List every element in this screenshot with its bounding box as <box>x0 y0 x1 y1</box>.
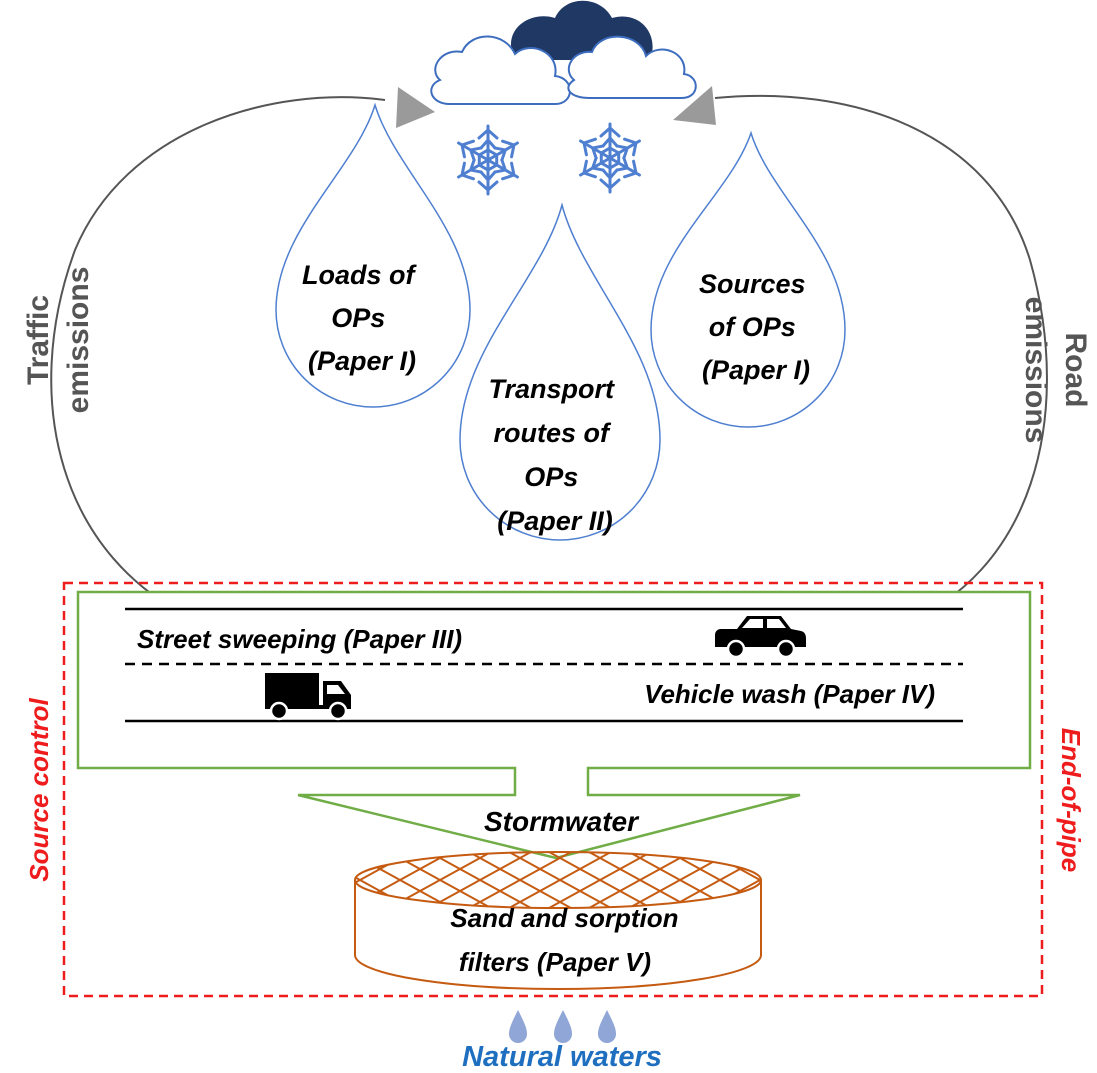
drop-left <box>275 102 471 408</box>
truck-icon <box>265 673 351 721</box>
emissions-left-label: emissions <box>62 267 95 414</box>
road-label: Road <box>1059 333 1092 408</box>
left-arrow-head-icon <box>396 87 435 128</box>
svg-text:Loads of OPs (Paper I): Loads of OPs (Paper I) <box>302 260 422 376</box>
drop-right <box>650 130 846 428</box>
source-control-frame <box>62 581 1044 998</box>
drop-center-line-4: (Paper II) <box>497 506 613 536</box>
stormwater-label: Stormwater <box>484 806 640 837</box>
drop-left-line-3: (Paper I) <box>308 346 416 376</box>
snowflake-icon <box>454 126 522 194</box>
emissions-right-label: emissions <box>1019 297 1052 444</box>
sand-filter <box>354 851 762 990</box>
snowflake-icon <box>576 124 644 192</box>
water-drop-icon <box>554 1010 572 1043</box>
stormwater-funnel <box>76 590 1032 860</box>
drop-right-line-1: Sources <box>699 269 806 299</box>
drop-center-line-3: OPs <box>524 462 578 492</box>
cloud-icon <box>430 35 571 105</box>
filter-line-1: Sand and sorption <box>450 903 678 933</box>
svg-text:Transport routes of OP: Transport routes of OPs (Paper II) <box>488 374 621 536</box>
vehicle-wash-label: Vehicle wash (Paper IV) <box>644 679 935 709</box>
cloud-icon <box>567 35 697 99</box>
drop-center <box>459 202 661 541</box>
street-sweeping-label: Street sweeping (Paper III) <box>137 624 462 654</box>
car-icon <box>715 616 806 659</box>
drop-right-line-3: (Paper I) <box>702 355 810 385</box>
source-control-label: Source control <box>24 697 54 881</box>
drop-right-line-2: of OPs <box>709 312 796 342</box>
drop-left-line-2: OPs <box>331 303 385 333</box>
water-drop-icon <box>598 1010 616 1043</box>
filter-line-2: filters (Paper V) <box>459 947 651 977</box>
drop-center-line-2: routes of <box>493 418 612 448</box>
water-drop-icon <box>509 1010 527 1043</box>
end-of-pipe-label: End-of-pipe <box>1056 728 1086 872</box>
traffic-emissions-arc <box>50 96 386 623</box>
right-arrow-head-icon <box>673 86 716 125</box>
svg-text:Sources of OPs (Paper: Sources of OPs (Paper I) <box>699 269 813 385</box>
traffic-label: Traffic <box>22 295 55 385</box>
natural-waters-label: Natural waters <box>462 1041 662 1073</box>
drop-center-line-1: Transport <box>488 374 615 404</box>
road-emissions-arc <box>714 94 1048 626</box>
svg-text:Sand and sorption filters: Sand and sorption filters (Paper V) <box>450 903 685 977</box>
drop-left-line-1: Loads of <box>302 260 418 290</box>
